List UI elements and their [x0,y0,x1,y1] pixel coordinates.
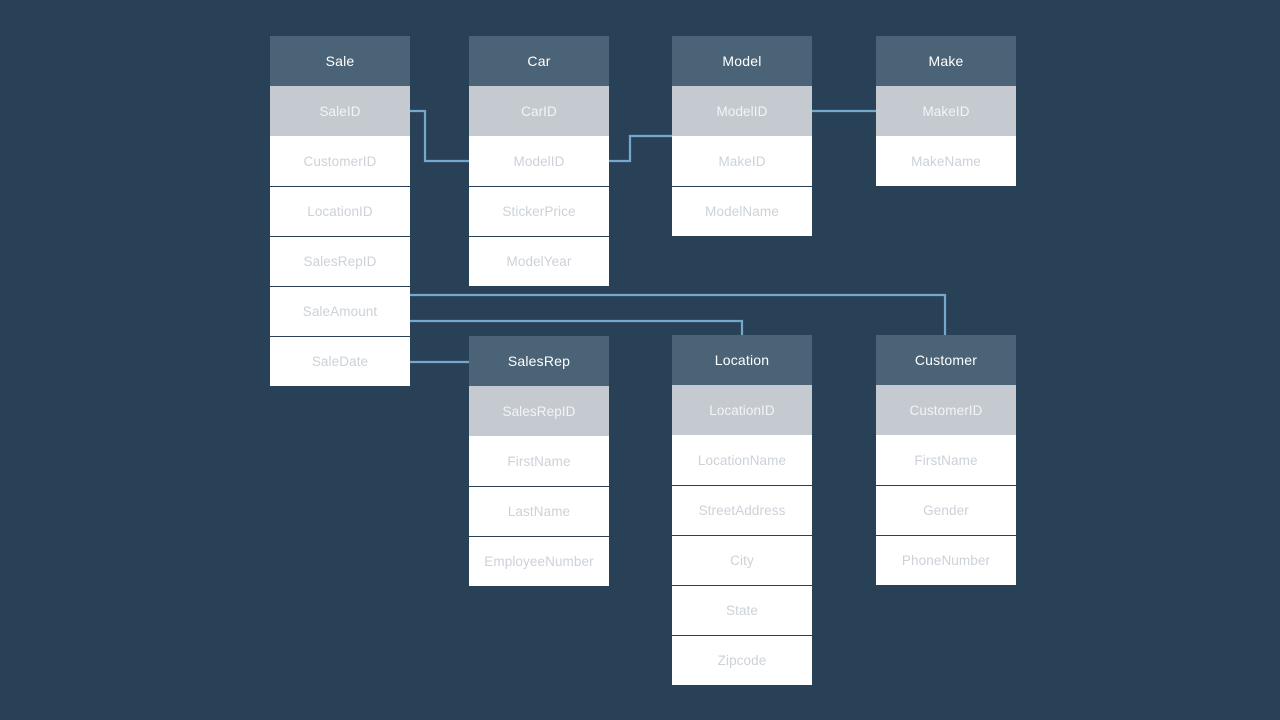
field-label: LocationName [697,452,787,468]
entity-title-make: Make [876,36,1016,86]
field-row-car-modelid[interactable]: ModelID [469,136,609,186]
field-row-model-modelid[interactable]: ModelID [672,86,812,136]
entity-title-sale: Sale [270,36,410,86]
entity-title-location: Location [672,335,812,385]
field-row-make-makename[interactable]: MakeName [876,136,1016,186]
field-label: LocationID [709,402,775,418]
field-label: Gender [923,503,969,518]
field-label: Zipcode [717,653,767,668]
field-label: SalesRepID [303,254,377,269]
field-row-location-state[interactable]: State [672,585,812,635]
entity-title-model: Model [672,36,812,86]
relationship-line-sale-car [408,109,471,163]
field-label: ModelName [705,204,779,219]
field-row-car-carid[interactable]: CarID [469,86,609,136]
field-label: PhoneNumber [901,553,991,568]
field-row-make-makeid[interactable]: MakeID [876,86,1016,136]
field-row-sale-saledate[interactable]: SaleDate [270,336,410,386]
field-label: SalesRepID [502,403,576,419]
field-row-sale-salesrepid[interactable]: SalesRepID [270,236,410,286]
field-row-salesrep-firstname[interactable]: FirstName [469,436,609,486]
field-label: SaleID [319,103,361,119]
field-label: CarID [521,103,557,119]
field-label: State [725,603,759,618]
field-label: FirstName [507,453,571,469]
field-label: EmployeeNumber [484,554,594,569]
entity-title-salesrep: SalesRep [469,336,609,386]
field-label: ModelYear [506,254,572,269]
field-label: MakeID [922,103,970,119]
field-row-customer-gender[interactable]: Gender [876,485,1016,535]
field-row-location-locationid[interactable]: LocationID [672,385,812,435]
field-row-model-modelname[interactable]: ModelName [672,186,812,236]
field-label: CustomerID [303,153,377,169]
field-label: StickerPrice [502,204,576,219]
field-row-location-city[interactable]: City [672,535,812,585]
entity-title-customer: Customer [876,335,1016,385]
relationship-line-sale-customer [408,293,947,338]
field-row-sale-locationid[interactable]: LocationID [270,186,410,236]
field-label: CustomerID [909,402,983,418]
field-row-sale-customerid[interactable]: CustomerID [270,136,410,186]
field-label: StreetAddress [698,503,786,518]
relationship-line-car-model [607,134,674,163]
field-row-customer-firstname[interactable]: FirstName [876,435,1016,485]
field-label: LocationID [307,204,373,219]
field-label: SaleDate [311,354,369,369]
field-label: SaleAmount [302,304,378,319]
field-row-location-streetaddress[interactable]: StreetAddress [672,485,812,535]
field-row-model-makeid[interactable]: MakeID [672,136,812,186]
field-row-sale-saleamount[interactable]: SaleAmount [270,286,410,336]
field-row-salesrep-salesrepid[interactable]: SalesRepID [469,386,609,436]
field-label: MakeName [911,153,981,169]
field-row-salesrep-employeenumber[interactable]: EmployeeNumber [469,536,609,586]
field-label: MakeID [718,153,766,169]
field-row-salesrep-lastname[interactable]: LastName [469,486,609,536]
field-row-customer-phonenumber[interactable]: PhoneNumber [876,535,1016,585]
field-label: FirstName [914,452,978,468]
field-row-car-modelyear[interactable]: ModelYear [469,236,609,286]
entity-title-car: Car [469,36,609,86]
field-row-location-zipcode[interactable]: Zipcode [672,635,812,685]
field-label: City [730,553,754,568]
field-row-sale-saleid[interactable]: SaleID [270,86,410,136]
field-label: LastName [507,504,571,519]
field-row-car-stickerprice[interactable]: StickerPrice [469,186,609,236]
field-row-customer-customerid[interactable]: CustomerID [876,385,1016,435]
field-label: ModelID [716,103,768,119]
field-row-location-locationname[interactable]: LocationName [672,435,812,485]
field-label: ModelID [513,153,565,169]
relationship-line-sale-location [408,319,744,338]
